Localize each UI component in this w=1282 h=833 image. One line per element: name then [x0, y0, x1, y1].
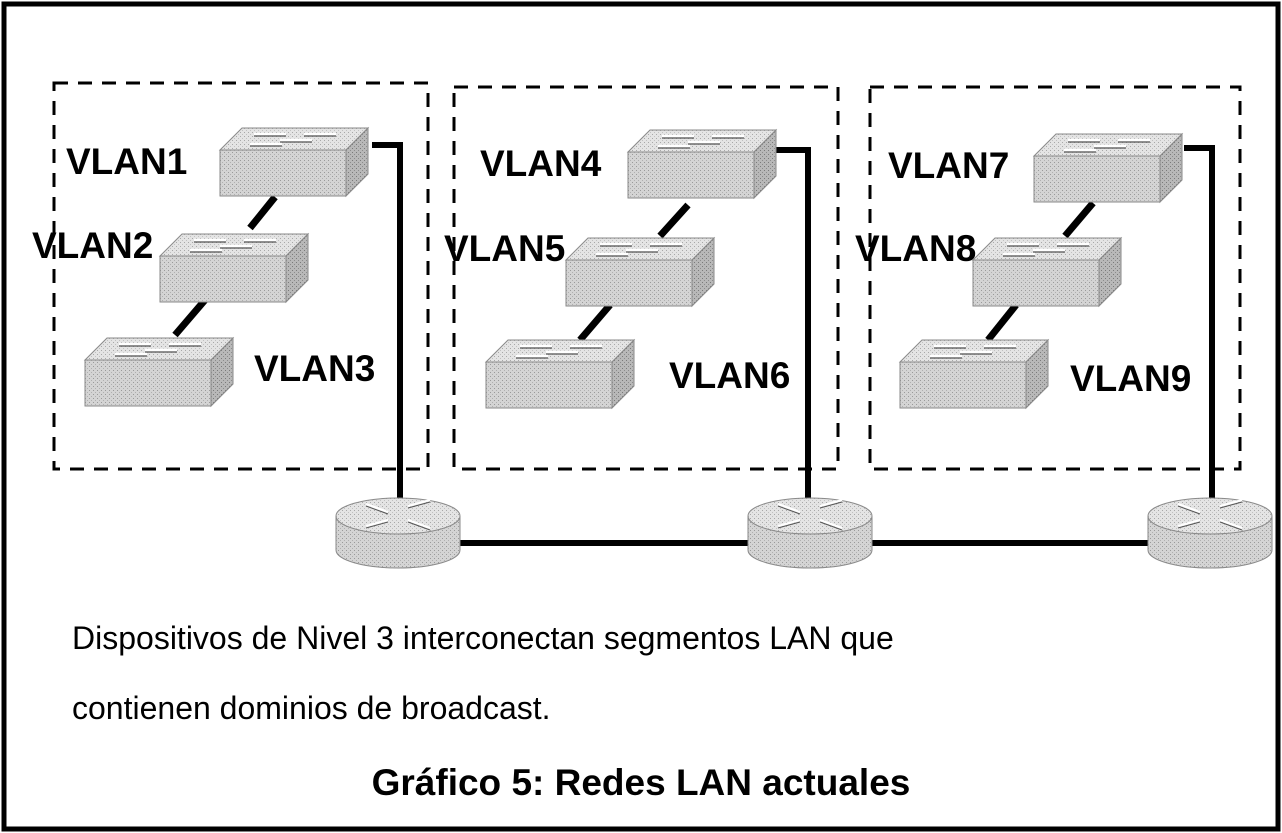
switch-link-1-2 — [247, 194, 278, 231]
switch-vlan6 — [484, 338, 636, 410]
vlan-label: VLAN5 — [444, 228, 566, 269]
vlan-label: VLAN7 — [888, 145, 1010, 186]
vlan-label: VLAN6 — [669, 355, 791, 396]
vlan-group-box-2 — [452, 85, 840, 471]
switch-vlan5 — [564, 236, 716, 308]
switch-vlan9 — [898, 338, 1050, 410]
vlan-label: VLAN9 — [1070, 358, 1192, 399]
switch-vlan1 — [218, 126, 370, 198]
vlan-group-box-3 — [868, 85, 1242, 471]
vlan-label: VLAN4 — [480, 143, 602, 184]
caption-line-1: Dispositivos de Nivel 3 interconectan se… — [72, 620, 894, 656]
router-2 — [746, 496, 874, 570]
caption-line-2: contienen dominios de broadcast. — [72, 690, 551, 726]
switch-link-2-3 — [172, 297, 208, 338]
vlan-group-box-1 — [52, 81, 430, 471]
switch-vlan8 — [971, 236, 1123, 308]
figure-title: Gráfico 5: Redes LAN actuales — [371, 762, 911, 803]
switch-vlan3 — [83, 336, 235, 408]
switch-link-5-6 — [577, 302, 613, 343]
vlan-label: VLAN2 — [32, 225, 154, 266]
vlan-label: VLAN1 — [66, 141, 188, 182]
router-3 — [1146, 496, 1274, 570]
router-1 — [334, 496, 462, 570]
switch-vlan2 — [158, 232, 310, 304]
switch-link-7-8 — [1062, 200, 1096, 239]
uplink-cable-3 — [1184, 145, 1215, 512]
switch-link-8-9 — [985, 302, 1019, 343]
uplink-cable-1 — [372, 142, 403, 512]
uplink-cable-2 — [776, 147, 811, 512]
switch-vlan4 — [626, 128, 778, 200]
vlan-label: VLAN8 — [855, 228, 977, 269]
switch-vlan7 — [1032, 132, 1184, 204]
switch-link-4-5 — [657, 202, 691, 239]
vlan-label: VLAN3 — [254, 348, 376, 389]
